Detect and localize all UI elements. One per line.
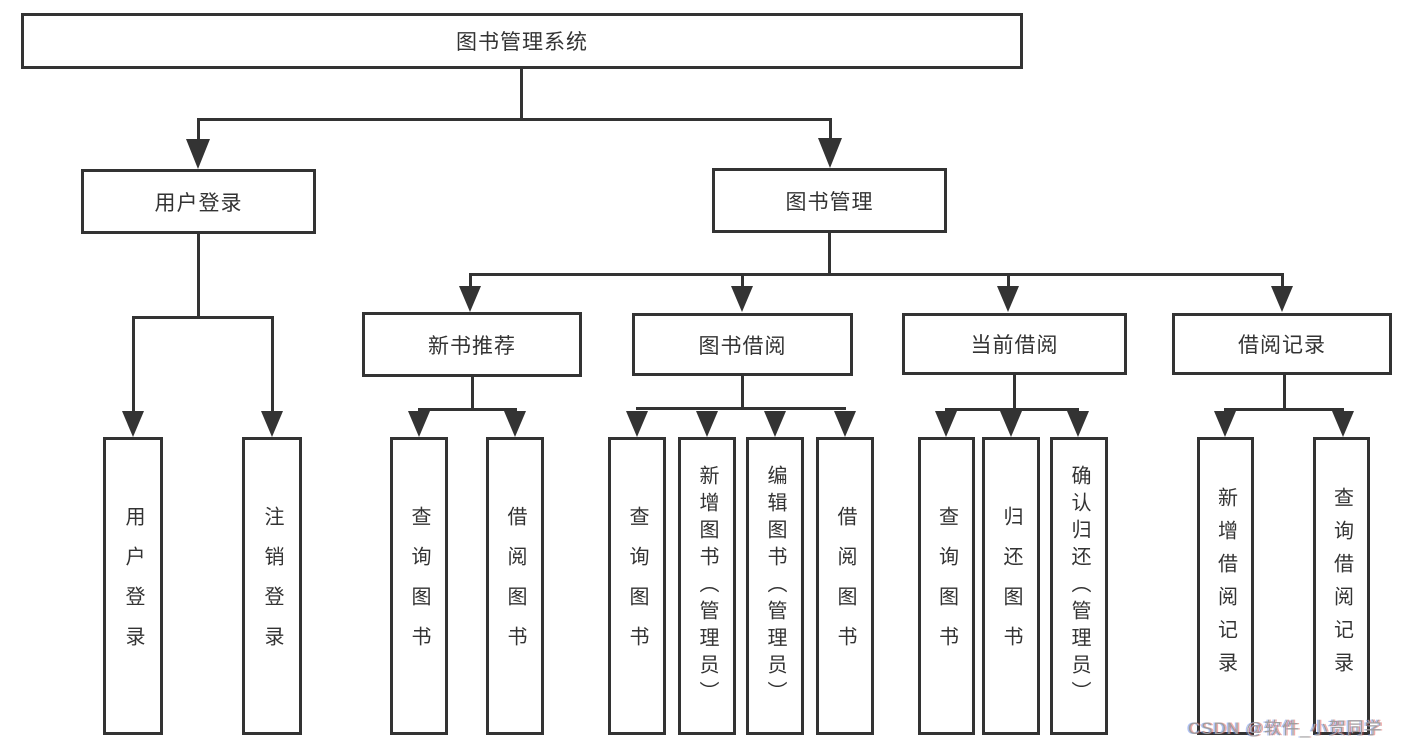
connector-line: [271, 316, 274, 411]
connector-line: [469, 273, 1283, 276]
leaf-add-borrow-record: 新增借阅记录: [1197, 437, 1254, 735]
connector-line: [1007, 273, 1010, 287]
leaf-label: 查询图书: [408, 506, 430, 666]
node-book-management: 图书管理: [712, 168, 947, 233]
leaf-query-book-current: 查询图书: [918, 437, 975, 735]
leaf-label: 归还图书: [1000, 506, 1022, 666]
connector-arrow: [997, 286, 1019, 312]
leaf-borrow-book: 借阅图书: [816, 437, 874, 735]
connector-arrow: [186, 139, 210, 169]
node-borrow-record-label: 借阅记录: [1238, 334, 1326, 357]
node-borrow-record: 借阅记录: [1172, 313, 1392, 375]
connector-line: [197, 118, 200, 144]
connector-line: [828, 233, 831, 273]
connector-line: [197, 234, 200, 316]
connector-arrow: [1332, 411, 1354, 437]
node-root: 图书管理系统: [21, 13, 1023, 69]
csdn-watermark: CSDN @软件_小贺同学: [1188, 719, 1383, 738]
leaf-return-book: 归还图书: [982, 437, 1040, 735]
connector-arrow: [1067, 411, 1089, 437]
leaf-label: 查询图书: [626, 506, 648, 666]
connector-arrow: [626, 411, 648, 437]
leaf-confirm-return-admin: 确认归还（管理员）: [1050, 437, 1108, 735]
leaf-label: 查询图书: [935, 506, 958, 666]
leaf-query-book-recommend: 查询图书: [390, 437, 448, 735]
leaf-label: 新增图书（管理员）: [696, 464, 718, 708]
leaf-label: 查询借阅记录: [1330, 487, 1353, 685]
connector-line: [197, 118, 831, 121]
connector-line: [418, 408, 517, 411]
leaf-label: 借阅图书: [504, 506, 526, 666]
leaf-edit-book-admin: 编辑图书（管理员）: [746, 437, 804, 735]
connector-arrow: [834, 411, 856, 437]
connector-arrow: [261, 411, 283, 437]
leaf-query-borrow-record: 查询借阅记录: [1313, 437, 1370, 735]
connector-arrow: [408, 411, 430, 437]
node-current-borrow-label: 当前借阅: [970, 334, 1059, 357]
leaf-logout: 注销登录: [242, 437, 302, 735]
node-user-login-label: 用户登录: [154, 191, 243, 215]
connector-line: [945, 408, 1079, 411]
connector-arrow: [764, 411, 786, 437]
node-book-management-label: 图书管理: [785, 190, 874, 214]
connector-line: [829, 118, 832, 144]
connector-line: [741, 376, 744, 407]
leaf-label: 借阅图书: [834, 506, 856, 666]
connector-arrow: [504, 411, 526, 437]
connector-line: [469, 273, 472, 287]
leaf-query-book-borrow: 查询图书: [608, 437, 666, 735]
leaf-user-login: 用户登录: [103, 437, 163, 735]
leaf-label: 注销登录: [261, 506, 283, 666]
connector-arrow: [935, 411, 957, 437]
connector-arrow: [1214, 411, 1236, 437]
node-user-login: 用户登录: [81, 169, 316, 234]
leaf-label: 新增借阅记录: [1214, 487, 1237, 685]
connector-arrow: [459, 286, 481, 312]
node-new-book-recommend: 新书推荐: [362, 312, 582, 377]
leaf-borrow-book-recommend: 借阅图书: [486, 437, 544, 735]
connector-line: [1013, 375, 1016, 408]
connector-arrow: [731, 286, 753, 312]
connector-line: [132, 316, 135, 411]
node-new-book-recommend-label: 新书推荐: [428, 334, 516, 358]
node-current-borrow: 当前借阅: [902, 313, 1127, 375]
connector-arrow: [1000, 411, 1022, 437]
connector-line: [741, 273, 744, 287]
connector-line: [636, 407, 846, 410]
connector-arrow: [1271, 286, 1293, 312]
connector-line: [471, 377, 474, 408]
node-book-borrow-label: 图书借阅: [698, 334, 787, 358]
leaf-add-book-admin: 新增图书（管理员）: [678, 437, 736, 735]
connector-line: [520, 69, 523, 118]
leaf-label: 确认归还（管理员）: [1068, 464, 1090, 708]
connector-line: [132, 316, 274, 319]
connector-arrow: [818, 138, 842, 168]
leaf-label: 用户登录: [122, 506, 144, 666]
connector-line: [1224, 408, 1344, 411]
connector-line: [1283, 375, 1286, 408]
node-book-borrow: 图书借阅: [632, 313, 853, 376]
node-root-label: 图书管理系统: [456, 31, 588, 54]
connector-arrow: [122, 411, 144, 437]
leaf-label: 编辑图书（管理员）: [764, 464, 786, 708]
connector-line: [1281, 273, 1284, 287]
connector-arrow: [696, 411, 718, 437]
